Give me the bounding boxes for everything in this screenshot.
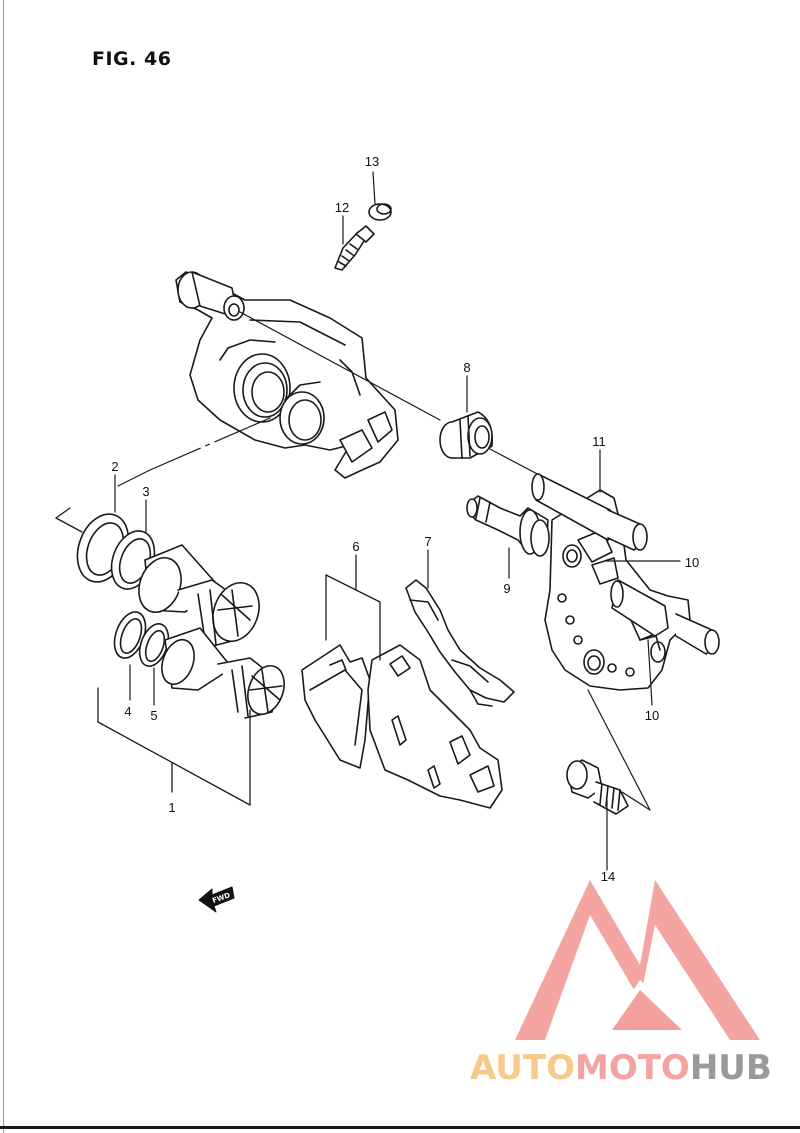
leader-lines [114, 171, 681, 871]
watermark-part-auto: AUTO [470, 1048, 575, 1088]
scan-edge-bottom [0, 1126, 800, 1129]
slide-pin-lower [610, 579, 720, 655]
piston-small [161, 627, 285, 719]
callout-7: 7 [424, 534, 431, 549]
watermark-part-hub: HUB [689, 1048, 772, 1088]
brake-pad-outer [367, 644, 503, 809]
callout-9: 9 [503, 581, 510, 596]
callout-14: 14 [601, 869, 615, 884]
slide-pin-upper [531, 473, 648, 551]
callout-12: 12 [335, 200, 349, 215]
bleeder-screw [334, 225, 375, 271]
alignment-lines [117, 311, 651, 811]
brake-pad-inner [301, 644, 371, 769]
callout-2: 2 [111, 459, 118, 474]
callout-8: 8 [463, 360, 470, 375]
caliper-slide-pin [466, 495, 550, 557]
watermark-part-moto: MOTO [574, 1048, 690, 1088]
callout-6: 6 [352, 539, 359, 554]
caliper-body [175, 271, 399, 479]
piston-large [138, 544, 260, 649]
callout-labels: 1 2 3 4 5 6 7 8 9 10 10 11 12 13 14 FWD [111, 154, 699, 905]
brake-pad-bracket [325, 559, 381, 661]
mounting-bolt [566, 759, 629, 815]
watermark-text: AUTOMOTOHUB [470, 1048, 772, 1088]
slide-pin-boot [439, 411, 494, 459]
pad-spring [405, 579, 515, 707]
callout-13: 13 [365, 154, 379, 169]
piston-seal-small-ring [138, 623, 170, 667]
callout-4: 4 [124, 704, 131, 719]
callout-11: 11 [592, 434, 606, 449]
scan-edge-left [3, 0, 4, 1133]
figure-title: FIG. 46 [92, 48, 172, 70]
bleeder-cap [368, 203, 392, 221]
fwd-arrow-icon [198, 886, 235, 913]
callout-10-upper: 10 [685, 555, 699, 570]
callout-10-lower: 10 [645, 708, 659, 723]
watermark-logo-icon [515, 880, 760, 1040]
callout-3: 3 [142, 484, 149, 499]
callout-5: 5 [150, 708, 157, 723]
piston-kit-bracket [55, 507, 251, 806]
callout-1: 1 [168, 800, 175, 815]
